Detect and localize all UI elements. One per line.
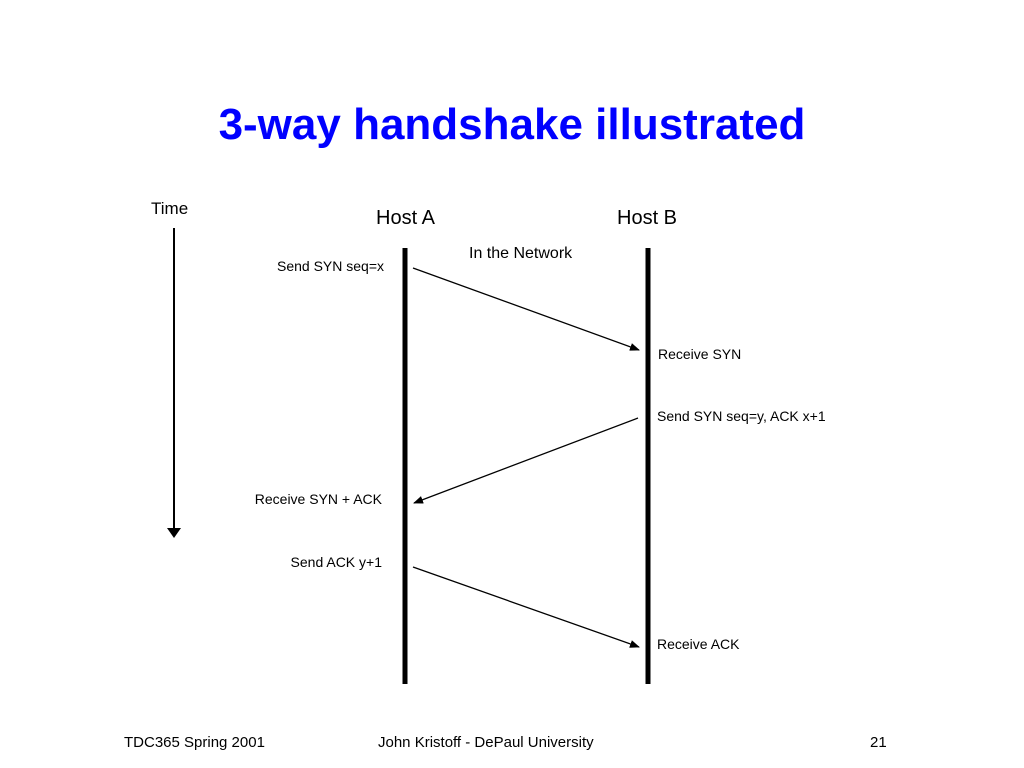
footer-course: TDC365 Spring 2001	[124, 734, 265, 751]
event-b-receive-ack: Receive ACK	[657, 636, 740, 652]
event-a-receive-syn-ack: Receive SYN + ACK	[255, 491, 383, 507]
slide-title: 3-way handshake illustrated	[218, 100, 806, 149]
time-label: Time	[151, 199, 188, 218]
footer-page-number: 21	[870, 734, 887, 751]
arrow-syn	[412, 267, 640, 351]
arrow-syn-ack	[413, 417, 639, 504]
event-a-send-syn: Send SYN seq=x	[277, 258, 384, 274]
host-a-label: Host A	[376, 207, 436, 229]
event-b-receive-syn: Receive SYN	[658, 346, 741, 362]
network-label: In the Network	[469, 245, 573, 262]
event-a-send-ack: Send ACK y+1	[291, 554, 383, 570]
event-b-send-syn-ack: Send SYN seq=y, ACK x+1	[657, 408, 826, 424]
arrow-ack	[412, 566, 640, 648]
time-axis-arrowhead	[167, 528, 181, 538]
footer-author: John Kristoff - DePaul University	[378, 734, 594, 751]
host-b-label: Host B	[617, 207, 677, 229]
